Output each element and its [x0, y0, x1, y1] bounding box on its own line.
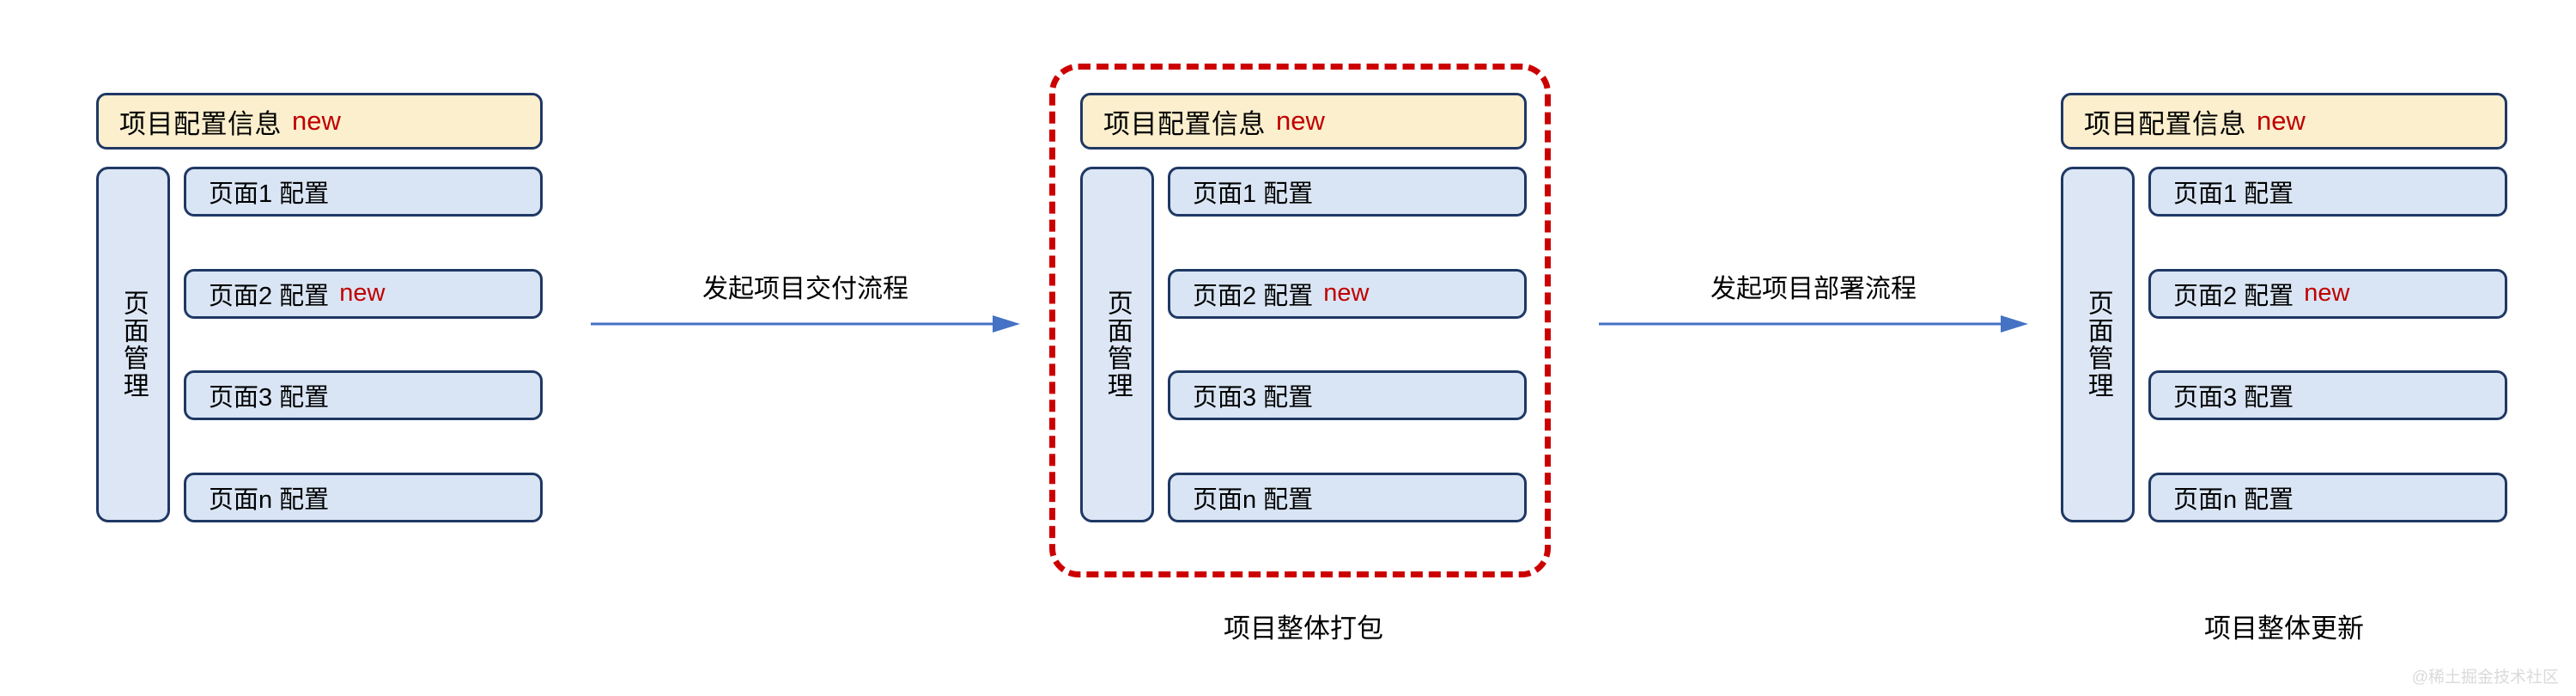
caption-packaging: 项目整体打包	[1224, 614, 1383, 644]
arrow-label: 发起项目交付流程	[702, 275, 908, 303]
side-rail-page-management[interactable]: 页面管理	[2061, 167, 2135, 522]
page-item-label: 页面n 配置	[1193, 485, 1314, 514]
page-item[interactable]: 页面2 配置 new	[2148, 268, 2507, 319]
page-item-label: 页面2 配置	[209, 282, 330, 310]
page-item[interactable]: 页面n 配置	[1168, 472, 1527, 522]
group-project-config-deployed: 项目配置信息 new 页面管理 页面1 配置 页面2 配置 new 页面3 配置	[2061, 93, 2507, 522]
page-item[interactable]: 页面3 配置	[184, 370, 543, 421]
page-item[interactable]: 页面n 配置	[184, 472, 543, 522]
page-item-label: 页面2 配置	[2173, 282, 2294, 310]
arrow-right-icon	[1599, 315, 2028, 333]
caption-update: 项目整体更新	[2204, 614, 2364, 644]
page-item-label: 页面3 配置	[1193, 384, 1314, 412]
group-project-config-packaged: 项目配置信息 new 页面管理 页面1 配置 页面2 配置 new 页面3 配置	[1080, 93, 1527, 522]
page-item[interactable]: 页面1 配置	[2148, 167, 2507, 217]
page-item[interactable]: 页面1 配置	[1168, 167, 1527, 217]
page-item-label: 页面n 配置	[2173, 485, 2294, 514]
page-item-new-badge: new	[1323, 279, 1370, 308]
header-new-badge: new	[2257, 106, 2306, 136]
side-rail-label: 页面管理	[1103, 290, 1132, 400]
header-title: 项目配置信息	[2084, 108, 2246, 139]
arrow-right-icon	[591, 315, 1020, 333]
watermark: @稀土掘金技术社区	[2411, 669, 2559, 687]
group-body: 页面管理 页面1 配置 页面2 配置 new 页面3 配置 页面n 配置	[2061, 167, 2507, 522]
header-box-project-config[interactable]: 项目配置信息 new	[96, 93, 543, 150]
page-item-label: 页面2 配置	[1193, 282, 1314, 310]
page-item[interactable]: 页面3 配置	[1168, 370, 1527, 421]
page-item-new-badge: new	[2304, 279, 2350, 308]
group-body: 页面管理 页面1 配置 页面2 配置 new 页面3 配置 页面n 配置	[96, 167, 543, 522]
arrow-deploy-flow: 发起项目部署流程	[1599, 275, 2028, 365]
header-title: 项目配置信息	[119, 108, 282, 139]
group-body: 页面管理 页面1 配置 页面2 配置 new 页面3 配置 页面n 配置	[1080, 167, 1527, 522]
page-item-label: 页面3 配置	[209, 384, 330, 412]
header-new-badge: new	[1276, 106, 1325, 136]
page-item[interactable]: 页面3 配置	[2148, 370, 2507, 421]
side-rail-label: 页面管理	[2083, 290, 2112, 400]
page-list: 页面1 配置 页面2 配置 new 页面3 配置 页面n 配置	[1168, 167, 1527, 522]
page-item-label: 页面1 配置	[209, 180, 330, 208]
header-box-project-config[interactable]: 项目配置信息 new	[2061, 93, 2507, 150]
page-item-label: 页面1 配置	[1193, 180, 1314, 208]
page-list: 页面1 配置 页面2 配置 new 页面3 配置 页面n 配置	[2148, 167, 2507, 522]
page-list: 页面1 配置 页面2 配置 new 页面3 配置 页面n 配置	[184, 167, 543, 522]
arrow-label: 发起项目部署流程	[1710, 275, 1917, 303]
page-item[interactable]: 页面1 配置	[184, 167, 543, 217]
side-rail-label: 页面管理	[118, 290, 148, 400]
page-item-label: 页面3 配置	[2173, 384, 2294, 412]
page-item[interactable]: 页面2 配置 new	[184, 268, 543, 319]
arrow-delivery-flow: 发起项目交付流程	[591, 275, 1020, 365]
side-rail-page-management[interactable]: 页面管理	[1080, 167, 1154, 522]
side-rail-page-management[interactable]: 页面管理	[96, 167, 170, 522]
page-item-new-badge: new	[339, 279, 386, 308]
header-box-project-config[interactable]: 项目配置信息 new	[1080, 93, 1527, 150]
page-item[interactable]: 页面n 配置	[2148, 472, 2507, 522]
header-title: 项目配置信息	[1103, 108, 1266, 139]
header-new-badge: new	[292, 106, 341, 136]
page-item-label: 页面n 配置	[209, 485, 330, 514]
group-project-config-source: 项目配置信息 new 页面管理 页面1 配置 页面2 配置 new 页面3 配置	[96, 93, 543, 522]
page-item[interactable]: 页面2 配置 new	[1168, 268, 1527, 319]
page-item-label: 页面1 配置	[2173, 180, 2294, 208]
